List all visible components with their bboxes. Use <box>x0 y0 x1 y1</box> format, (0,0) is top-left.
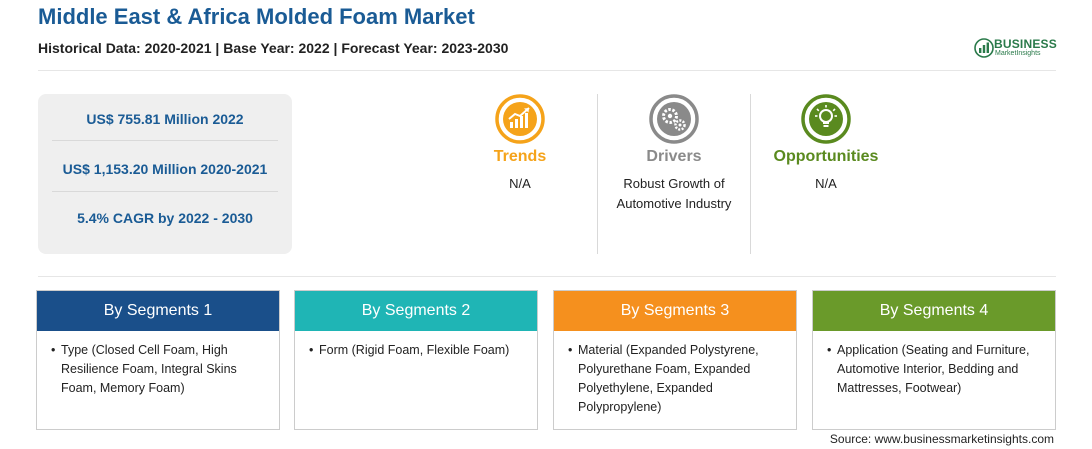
top-divider <box>38 70 1056 71</box>
market-stats-panel: US$ 755.81 Million 2022 US$ 1,153.20 Mil… <box>38 94 292 254</box>
bullet: • <box>51 343 56 357</box>
drivers-text-line: Automotive Industry <box>616 196 732 211</box>
feature-divider <box>597 94 598 254</box>
logo-name: BUSINESS <box>994 37 1057 51</box>
stat-cagr: 5.4% CAGR by 2022 - 2030 <box>77 210 253 226</box>
gears-icon <box>649 94 699 144</box>
drivers-label: Drivers <box>646 148 702 165</box>
segment-text: Type (Closed Cell Foam, High Resilience … <box>61 343 237 395</box>
bullet: • <box>309 343 314 357</box>
segment-card-2: By Segments 2 • Form (Rigid Foam, Flexib… <box>294 290 538 430</box>
opportunities-text: N/A <box>815 176 837 191</box>
page-title: Middle East & Africa Molded Foam Market <box>38 4 475 29</box>
trend-chart-icon <box>495 94 545 144</box>
segment-header: By Segments 2 <box>295 291 537 331</box>
bar-chart-logo-icon <box>974 38 994 58</box>
segment-body: • Form (Rigid Foam, Flexible Foam) <box>295 331 537 360</box>
bullet: • <box>827 343 832 357</box>
segment-text: Application (Seating and Furniture, Auto… <box>837 343 1030 395</box>
middle-divider <box>38 276 1056 277</box>
stat-market-value-2022: US$ 755.81 Million 2022 <box>86 111 244 127</box>
page-subtitle: Historical Data: 2020-2021 | Base Year: … <box>38 40 509 56</box>
segment-card-4: By Segments 4 • Application (Seating and… <box>812 290 1056 430</box>
segment-header: By Segments 3 <box>554 291 796 331</box>
trends-label: Trends <box>493 148 547 165</box>
source-link[interactable]: Source: www.businessmarketinsights.com <box>829 432 1054 446</box>
stat-market-value-historic: US$ 1,153.20 Million 2020-2021 <box>62 161 268 177</box>
trends-card: Trends N/A <box>470 94 570 194</box>
drivers-text: Robust Growth of Automotive Industry <box>604 174 744 214</box>
logo-tagline: MarketInsights <box>995 50 1041 57</box>
segment-card-1: By Segments 1 • Type (Closed Cell Foam, … <box>36 290 280 430</box>
segment-header: By Segments 4 <box>813 291 1055 331</box>
segment-card-3: By Segments 3 • Material (Expanded Polys… <box>553 290 797 430</box>
segment-text: Form (Rigid Foam, Flexible Foam) <box>319 343 510 357</box>
segment-header: By Segments 1 <box>37 291 279 331</box>
opportunities-label: Opportunities <box>773 148 879 165</box>
trends-text: N/A <box>509 176 531 191</box>
stat-divider <box>52 191 278 192</box>
stat-divider <box>52 140 278 141</box>
drivers-text-line: Robust Growth of <box>623 176 725 191</box>
opportunities-card: Opportunities N/A <box>766 94 886 194</box>
segment-body: • Type (Closed Cell Foam, High Resilienc… <box>37 331 279 398</box>
segment-text: Material (Expanded Polystyrene, Polyuret… <box>578 343 759 414</box>
segment-body: • Material (Expanded Polystyrene, Polyur… <box>554 331 796 417</box>
lightbulb-icon <box>801 94 851 144</box>
bullet: • <box>568 343 573 357</box>
drivers-card: Drivers Robust Growth of Automotive Indu… <box>604 94 744 214</box>
business-market-insights-logo[interactable]: BUSINESS MarketInsights <box>974 36 1064 60</box>
feature-divider <box>750 94 751 254</box>
segment-body: • Application (Seating and Furniture, Au… <box>813 331 1055 398</box>
